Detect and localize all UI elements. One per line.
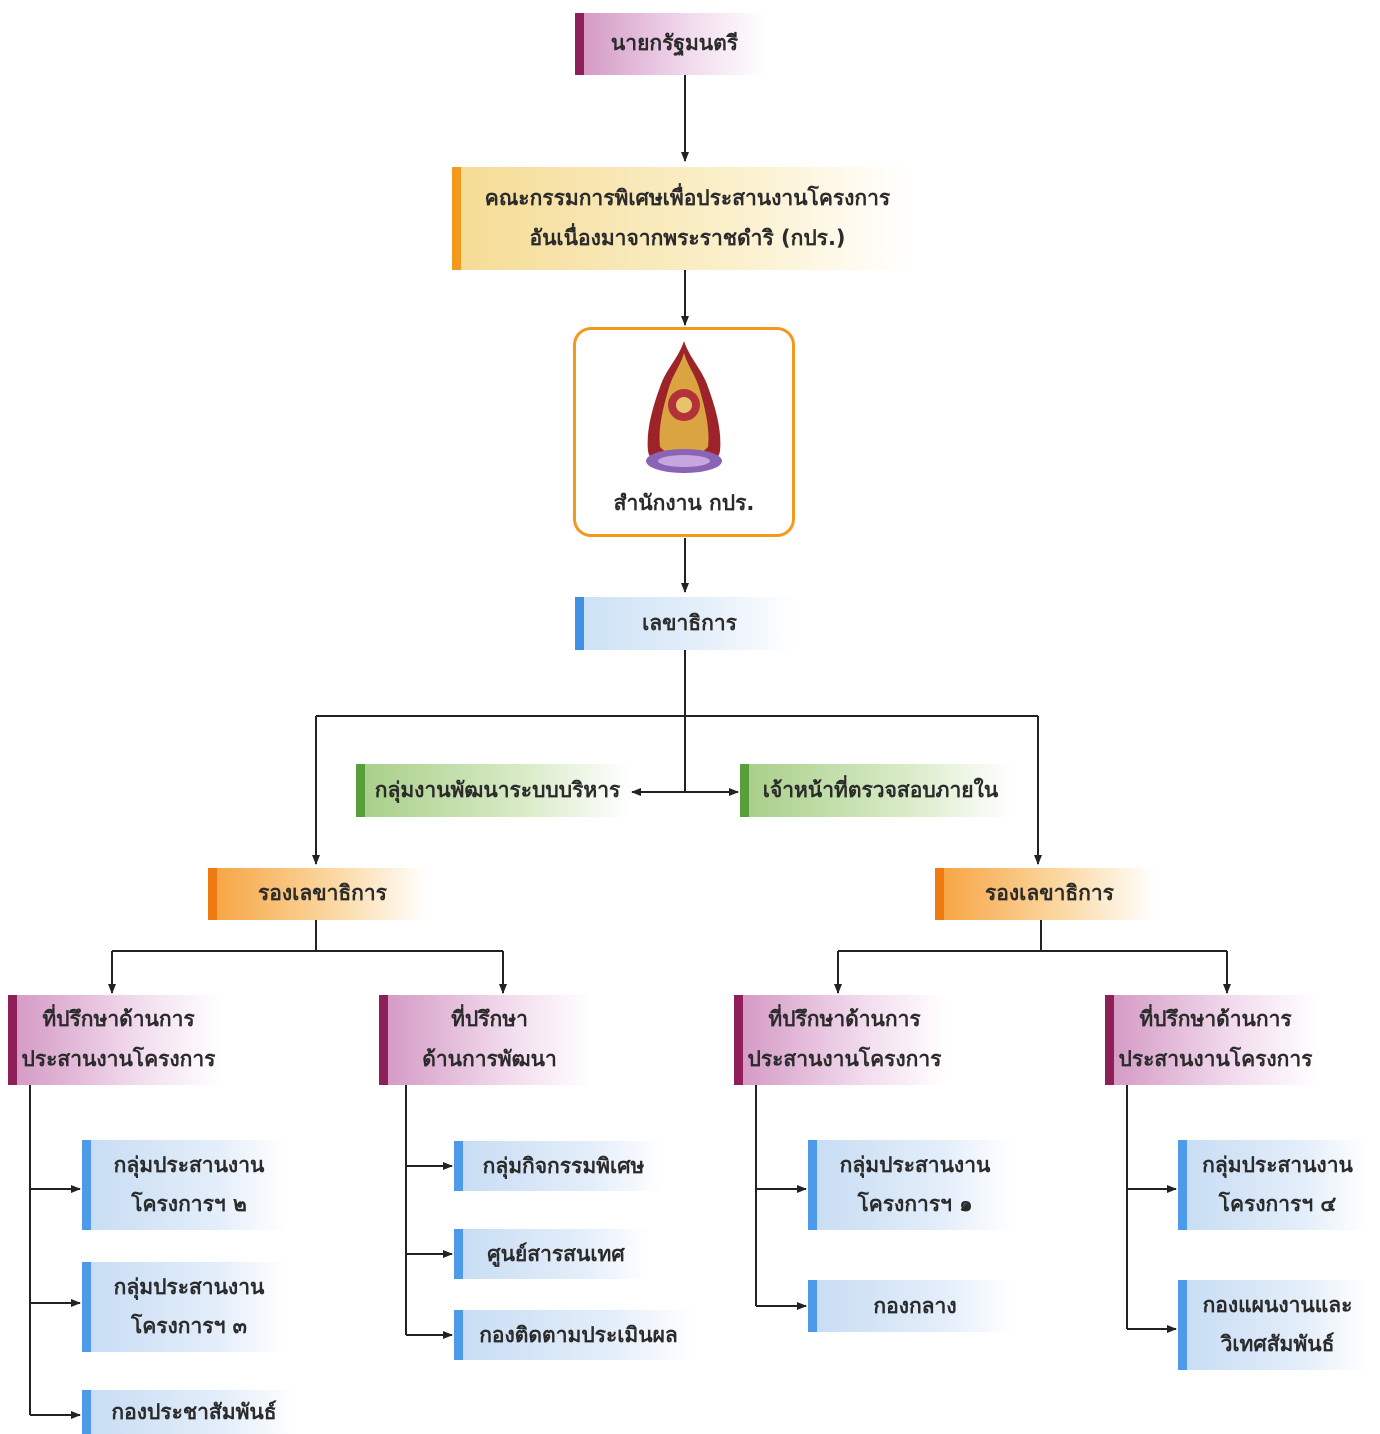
prime-minister-label: นายกรัฐมนตรี [610,31,739,56]
secretary-general-label: เลขาธิการ [642,610,737,635]
advisor-label-line2: ประสานงานโครงการ [747,1047,942,1071]
unit-label-line2: วิเทศสัมพันธ์ [1220,1332,1335,1356]
prime-minister-box: นายกรัฐมนตรี [575,13,765,75]
unit-label: ศูนย์สารสนเทศ [487,1241,625,1266]
unit-label-line1: กองแผนงานและ [1202,1293,1353,1318]
advisor-label-line1: ที่ปรึกษาด้านการ [1139,1007,1292,1032]
unit-evaluation-box: กองติดตามประเมินผล [454,1310,694,1360]
unit-label-line2: โครงการฯ ๑ [857,1192,973,1216]
committee-label-line1: คณะกรรมการพิเศษเพื่อประสานงานโครงการ [484,185,891,210]
admin-dev-group-label: กลุ่มงานพัฒนาระบบบริหาร [374,777,621,802]
unit-label-line1: กลุ่มประสานงาน [113,1153,265,1178]
deputy-secretary-right-box: รองเลขาธิการ [935,868,1155,920]
advisor-label-line1: ที่ปรึกษาด้านการ [42,1007,195,1032]
unit-label: กองติดตามประเมินผล [479,1322,678,1347]
unit-coord-group-1-box: กลุ่มประสานงาน โครงการฯ ๑ [808,1140,1013,1230]
unit-information-center-box: ศูนย์สารสนเทศ [454,1229,649,1279]
advisor-coordination-1-box: ที่ปรึกษาด้านการ ประสานงานโครงการ [8,995,220,1085]
deputy-secretary-left-label: รองเลขาธิการ [258,881,387,906]
unit-label: กองกลาง [873,1293,957,1318]
internal-audit-label: เจ้าหน้าที่ตรวจสอบภายใน [762,777,999,802]
unit-label: กองประชาสัมพันธ์ [111,1399,277,1424]
unit-central-division-box: กองกลาง [808,1280,1013,1332]
unit-coord-group-4-box: กลุ่มประสานงาน โครงการฯ ๔ [1178,1140,1368,1230]
advisor-label-line2: ประสานงานโครงการ [21,1047,216,1071]
committee-label-line2: อันเนื่องมาจากพระราชดำริ (กปร.) [529,225,846,250]
unit-label-line2: โครงการฯ ๓ [130,1314,248,1338]
office-label: สำนักงาน กปร. [613,491,755,515]
advisor-coordination-2-box: ที่ปรึกษาด้านการ ประสานงานโครงการ [734,995,946,1085]
admin-dev-group-box: กลุ่มงานพัฒนาระบบบริหาร [356,764,630,817]
unit-coord-group-3-box: กลุ่มประสานงาน โครงการฯ ๓ [82,1262,287,1352]
unit-coord-group-2-box: กลุ่มประสานงาน โครงการฯ ๒ [82,1140,287,1230]
advisor-label-line1: ที่ปรึกษาด้านการ [768,1007,921,1032]
office-box: สำนักงาน กปร. [573,327,795,537]
advisor-label-line1: ที่ปรึกษา [451,1007,528,1032]
unit-planning-foreign-relations-box: กองแผนงานและ วิเทศสัมพันธ์ [1178,1280,1368,1370]
advisor-coordination-3-box: ที่ปรึกษาด้านการ ประสานงานโครงการ [1105,995,1317,1085]
emblem-icon [646,341,722,473]
advisor-label-line2: ด้านการพัฒนา [422,1047,557,1071]
deputy-secretary-right-label: รองเลขาธิการ [985,881,1114,906]
unit-label-line1: กลุ่มประสานงาน [113,1275,265,1300]
advisor-label-line2: ประสานงานโครงการ [1118,1047,1313,1071]
unit-public-relations-box: กองประชาสัมพันธ์ [82,1390,297,1434]
unit-label: กลุ่มกิจกรรมพิเศษ [482,1153,645,1178]
committee-box: คณะกรรมการพิเศษเพื่อประสานงานโครงการ อัน… [452,167,914,270]
deputy-secretary-left-box: รองเลขาธิการ [208,868,428,920]
internal-audit-box: เจ้าหน้าที่ตรวจสอบภายใน [740,764,1012,817]
unit-label-line1: กลุ่มประสานงาน [839,1153,991,1178]
unit-label-line2: โครงการฯ ๔ [1218,1192,1337,1216]
unit-label-line1: กลุ่มประสานงาน [1202,1153,1353,1178]
advisor-development-box: ที่ปรึกษา ด้านการพัฒนา [379,995,591,1085]
secretary-general-box: เลขาธิการ [575,597,795,650]
unit-special-activities-box: กลุ่มกิจกรรมพิเศษ [454,1141,664,1191]
unit-label-line2: โครงการฯ ๒ [131,1192,247,1216]
